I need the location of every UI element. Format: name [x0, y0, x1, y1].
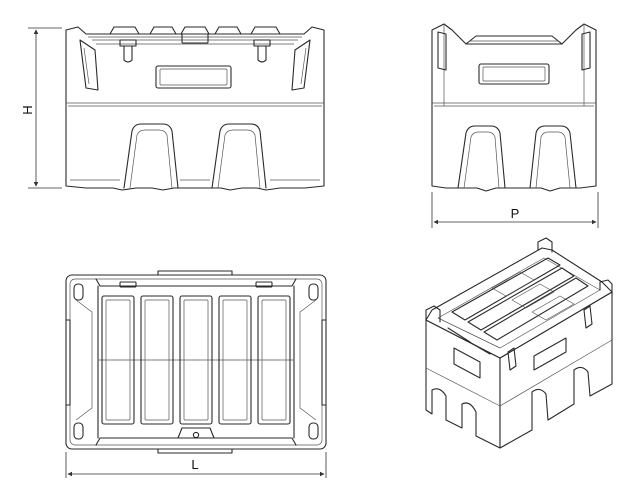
height-dimension-label: H	[20, 105, 35, 114]
side-view: P	[431, 23, 599, 228]
top-view: L	[65, 270, 327, 478]
front-view: H	[20, 26, 325, 191]
isometric-view	[425, 237, 613, 449]
length-dimension-label: L	[191, 457, 198, 472]
depth-dimension-label: P	[511, 206, 520, 221]
